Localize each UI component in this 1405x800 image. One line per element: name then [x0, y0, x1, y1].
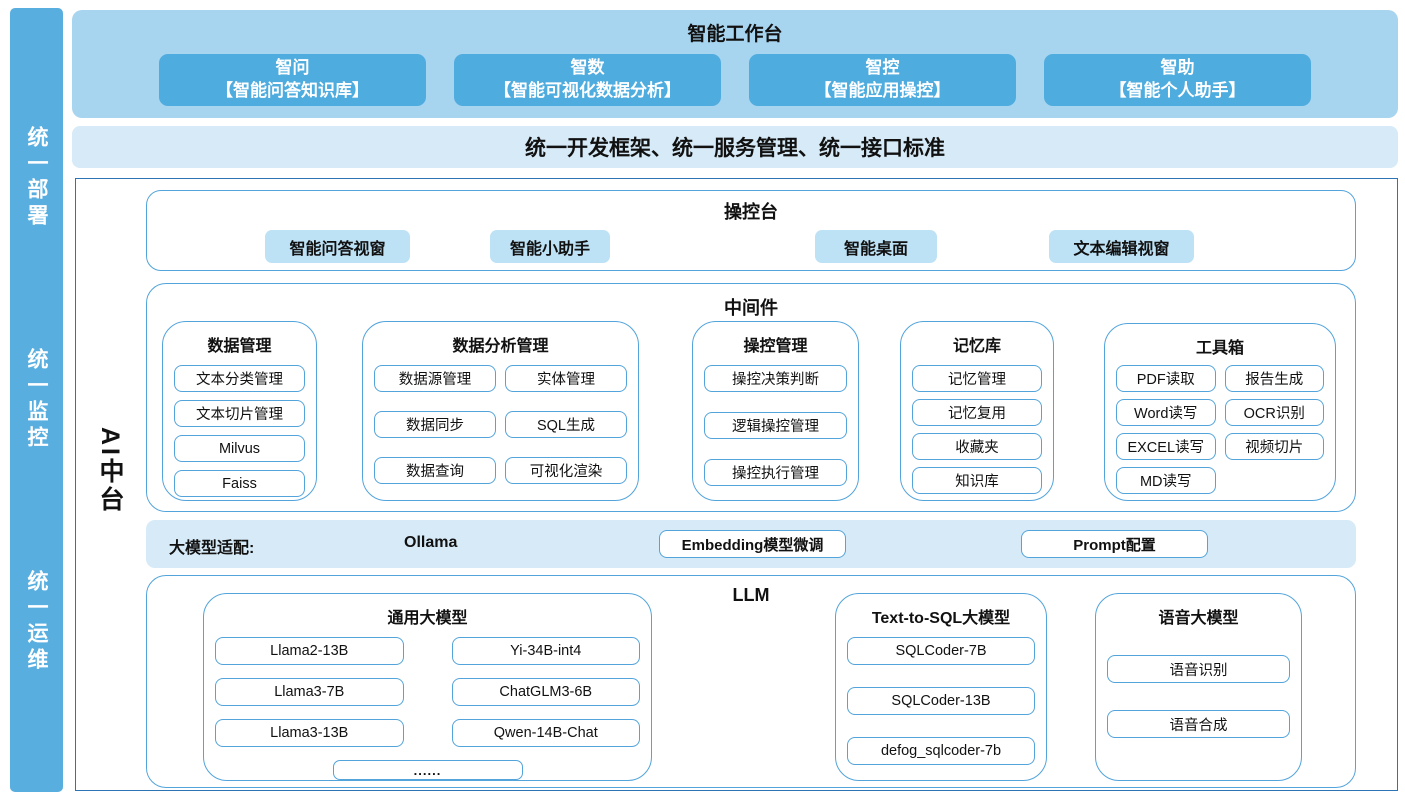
llm-more-models-box: ...... — [332, 760, 523, 780]
middleware-item: Word读写 — [1116, 399, 1216, 426]
middleware-item: 报告生成 — [1224, 365, 1324, 392]
app-button-zhiwen: 智问 【智能问答知识库】 — [159, 54, 426, 106]
middleware-card-toolbox: 工具箱 PDF读取 报告生成 Word读写 OCR识别 EXCEL读写 视频切片… — [1104, 323, 1336, 501]
middleware-item: 视频切片 — [1224, 433, 1324, 460]
middleware-item: 逻辑操控管理 — [704, 412, 847, 439]
middleware-item: Faiss — [174, 470, 305, 497]
llm-card-text-to-sql-models: Text-to-SQL大模型 SQLCoder-7B SQLCoder-13B … — [835, 593, 1047, 781]
middleware-item: 文本分类管理 — [174, 365, 305, 392]
sidebar-item-unified-deploy: 统一部署 — [25, 126, 48, 230]
middleware-section: 中间件 数据管理 文本分类管理 文本切片管理 Milvus Faiss 数据分析… — [146, 283, 1356, 512]
llm-model-item: defog_sqlcoder-7b — [847, 737, 1035, 765]
llm-model-item: Qwen-14B-Chat — [451, 719, 640, 747]
llm-model-item: Llama3-13B — [215, 719, 404, 747]
workbench-panel: 智能工作台 智问 【智能问答知识库】 智数 【智能可视化数据分析】 智控 【智能… — [72, 10, 1398, 118]
middleware-item: 数据源管理 — [374, 365, 496, 392]
app-name: 智控 — [865, 58, 900, 78]
console-button-text-editor: 文本编辑视窗 — [1049, 230, 1194, 263]
llm-model-item: Yi-34B-int4 — [451, 637, 640, 665]
workbench-title: 智能工作台 — [687, 24, 783, 45]
app-name: 智助 — [1160, 58, 1195, 78]
card-title: 记忆库 — [952, 338, 1001, 355]
app-button-zhikong: 智控 【智能应用操控】 — [749, 54, 1016, 106]
middleware-card-memory-store: 记忆库 记忆管理 记忆复用 收藏夹 知识库 — [900, 321, 1054, 501]
app-name: 智数 — [570, 58, 605, 78]
sidebar-item-unified-ops: 统一运维 — [25, 570, 48, 674]
middleware-item: Milvus — [174, 435, 305, 462]
sidebar-item-unified-monitor: 统一监控 — [25, 348, 48, 452]
card-title: Text-to-SQL大模型 — [871, 610, 1011, 627]
middleware-item: 可视化渲染 — [505, 457, 627, 484]
app-desc: 【智能问答知识库】 — [216, 81, 369, 100]
middleware-item: 实体管理 — [505, 365, 627, 392]
middleware-card-data-management: 数据管理 文本分类管理 文本切片管理 Milvus Faiss — [162, 321, 317, 501]
console-title: 操控台 — [724, 202, 778, 222]
middleware-title: 中间件 — [724, 298, 778, 318]
middleware-item: 收藏夹 — [912, 433, 1042, 460]
card-title: 通用大模型 — [387, 610, 468, 627]
llm-model-item: Llama3-7B — [215, 678, 404, 706]
middleware-item: 数据查询 — [374, 457, 496, 484]
model-adapter-label: 大模型适配: — [169, 540, 255, 557]
card-title: 数据管理 — [207, 338, 272, 355]
card-title: 语音大模型 — [1158, 610, 1239, 627]
model-adapter-band: 大模型适配: Ollama Embedding模型微调 Prompt配置 — [146, 520, 1356, 568]
middleware-item: MD读写 — [1116, 467, 1216, 494]
middleware-item: OCR识别 — [1224, 399, 1324, 426]
adapter-item-embedding-finetune: Embedding模型微调 — [659, 530, 846, 558]
adapter-item-ollama: Ollama — [404, 534, 458, 551]
middleware-item: 文本切片管理 — [174, 400, 305, 427]
middleware-item: 记忆复用 — [912, 399, 1042, 426]
workbench-app-row: 智问 【智能问答知识库】 智数 【智能可视化数据分析】 智控 【智能应用操控】 … — [72, 54, 1398, 106]
middleware-item: EXCEL读写 — [1116, 433, 1216, 460]
card-title: 操控管理 — [743, 338, 808, 355]
llm-model-item: SQLCoder-7B — [847, 637, 1035, 665]
unified-capabilities-sidebar: 统一部署 统一监控 统一运维 — [10, 8, 63, 792]
middleware-item: 数据同步 — [374, 411, 496, 438]
app-desc: 【智能可视化数据分析】 — [494, 81, 681, 100]
app-desc: 【智能个人助手】 — [1109, 81, 1246, 100]
adapter-item-prompt-config: Prompt配置 — [1021, 530, 1208, 558]
app-name: 智问 — [275, 58, 310, 78]
middleware-item: PDF读取 — [1116, 365, 1216, 392]
llm-model-item: 语音识别 — [1107, 655, 1290, 683]
middleware-card-data-analysis: 数据分析管理 数据源管理 实体管理 数据同步 SQL生成 数据查询 可视化渲染 — [362, 321, 639, 501]
middleware-card-control-management: 操控管理 操控决策判断 逻辑操控管理 操控执行管理 — [692, 321, 859, 501]
llm-card-general-models: 通用大模型 Llama2-13B Yi-34B-int4 Llama3-7B C… — [203, 593, 652, 781]
llm-card-speech-models: 语音大模型 语音识别 语音合成 — [1095, 593, 1302, 781]
llm-section: LLM 通用大模型 Llama2-13B Yi-34B-int4 Llama3-… — [146, 575, 1356, 788]
middleware-item: SQL生成 — [505, 411, 627, 438]
console-button-assistant: 智能小助手 — [490, 230, 610, 263]
card-title: 工具箱 — [1195, 340, 1244, 357]
card-title: 数据分析管理 — [452, 338, 549, 355]
ai-platform-label: AI中台 — [96, 427, 124, 514]
llm-model-item: SQLCoder-13B — [847, 687, 1035, 715]
middleware-item: 操控决策判断 — [704, 365, 847, 392]
middleware-item: 记忆管理 — [912, 365, 1042, 392]
llm-model-item: ChatGLM3-6B — [451, 678, 640, 706]
app-button-zhishu: 智数 【智能可视化数据分析】 — [454, 54, 721, 106]
llm-model-item: Llama2-13B — [215, 637, 404, 665]
unified-standards-bar: 统一开发框架、统一服务管理、统一接口标准 — [72, 126, 1398, 168]
middleware-item: 操控执行管理 — [704, 459, 847, 486]
middleware-item: 知识库 — [912, 467, 1042, 494]
app-desc: 【智能应用操控】 — [814, 81, 951, 100]
llm-title: LLM — [732, 585, 770, 605]
console-section: 操控台 智能问答视窗 智能小助手 智能桌面 文本编辑视窗 — [146, 190, 1356, 271]
app-button-zhizhu: 智助 【智能个人助手】 — [1044, 54, 1311, 106]
ai-platform-box: AI中台 操控台 智能问答视窗 智能小助手 智能桌面 文本编辑视窗 中间件 数据… — [75, 178, 1398, 791]
console-button-desktop: 智能桌面 — [815, 230, 937, 263]
console-button-qa-window: 智能问答视窗 — [265, 230, 410, 263]
llm-model-item: 语音合成 — [1107, 710, 1290, 738]
